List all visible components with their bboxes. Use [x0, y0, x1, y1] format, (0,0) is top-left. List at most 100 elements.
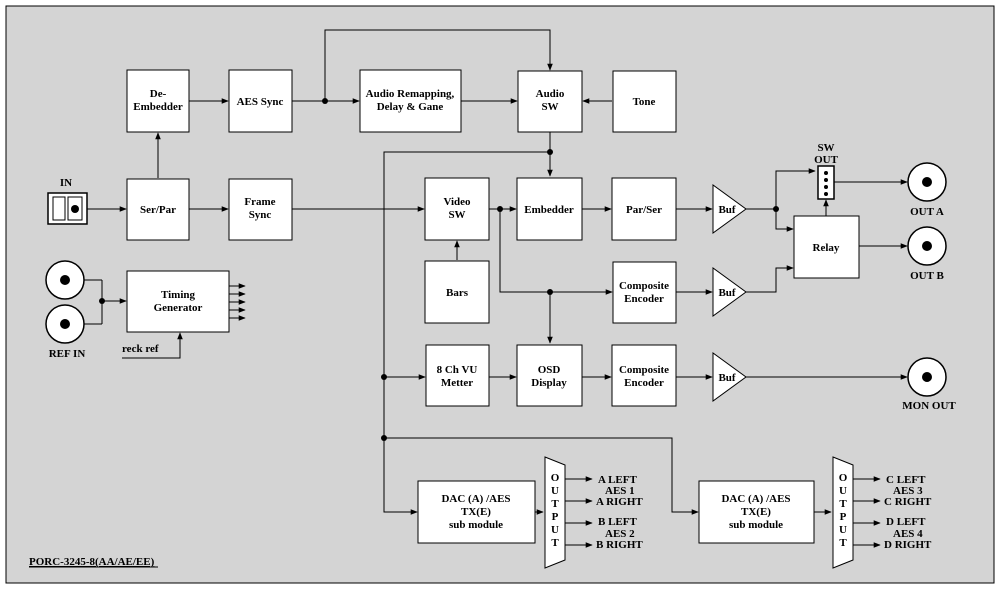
block-label: Encoder [624, 377, 664, 389]
mux-letter: T [839, 537, 847, 549]
block-label: TX(E) [741, 506, 771, 518]
block-audio-remapping: Audio Remapping, Delay & Gane [359, 69, 462, 133]
mux-letter: U [839, 524, 847, 536]
block-label: Audio Remapping, [366, 88, 455, 100]
block-label: 8 Ch VU [437, 364, 478, 376]
out-a-connector: OUT A [907, 162, 947, 218]
block-label: Bars [446, 287, 469, 299]
output-label: B LEFT [598, 516, 637, 528]
block-label: De- [150, 88, 167, 100]
block-embedder: Embedder [516, 177, 583, 241]
block-label: Sync [249, 209, 272, 221]
output-mux-2: O U T P U T [832, 456, 854, 569]
mux-letter: U [839, 485, 847, 497]
sw-out-label: SW [817, 142, 834, 154]
in-label: IN [60, 177, 72, 189]
block-label: DAC (A) /AES [721, 493, 790, 505]
mux-letter: P [840, 511, 847, 523]
buffer-1: Buf [712, 184, 747, 234]
block-label: Relay [813, 242, 840, 254]
block-video-sw: Video SW [424, 177, 490, 241]
ref-in-connector-1 [45, 260, 85, 300]
out-a-label: OUT A [910, 206, 944, 218]
block-label: Audio [536, 88, 565, 100]
output-label: AES 3 [893, 485, 923, 497]
output-label: D LEFT [886, 516, 926, 528]
mux-letter: T [551, 498, 559, 510]
block-label: SW [448, 209, 465, 221]
mux-letter: O [839, 472, 848, 484]
block-de-embedder: De- Embedder [126, 69, 190, 133]
block-label: Frame [244, 196, 275, 208]
block-label: Delay & Gane [377, 101, 444, 113]
block-label: SW [541, 101, 558, 113]
reck-ref-label: reck ref [122, 343, 159, 355]
block-label: Generator [154, 302, 203, 314]
block-dac-2: DAC (A) /AES TX(E) sub module [698, 480, 815, 544]
ref-in-connector-2 [45, 304, 85, 344]
block-ser-par: Ser/Par [126, 178, 190, 241]
mon-out-label: MON OUT [902, 400, 956, 412]
block-label: Metter [441, 377, 473, 389]
block-label: DAC (A) /AES [441, 493, 510, 505]
junction-dots [99, 98, 779, 441]
block-label: AES Sync [237, 96, 284, 108]
block-relay: Relay [793, 215, 860, 279]
block-label: Video [443, 196, 471, 208]
block-label: Ser/Par [140, 204, 176, 216]
buffer-label: Buf [718, 204, 735, 216]
block-label: Composite [619, 364, 669, 376]
buffer-2: Buf [712, 267, 747, 317]
block-composite-encoder-1: Composite Encoder [612, 261, 677, 324]
buffer-3: Buf [712, 352, 747, 402]
block-osd-display: OSD Display [516, 344, 583, 407]
block-label: sub module [449, 519, 503, 531]
output-label: C LEFT [886, 474, 926, 486]
output-label: A RIGHT [596, 496, 643, 508]
dac1-output-labels: A LEFT AES 1 A RIGHT B LEFT AES 2 B RIGH… [596, 474, 643, 551]
block-label: Encoder [624, 293, 664, 305]
block-label: TX(E) [461, 506, 491, 518]
block-vu-meter: 8 Ch VU Metter [425, 344, 490, 407]
out-b-connector: OUT B [907, 226, 947, 282]
block-bars: Bars [424, 260, 490, 324]
output-mux-1: O U T P U T [544, 456, 566, 569]
mux-letter: U [551, 524, 559, 536]
mux-letter: T [551, 537, 559, 549]
mux-letter: U [551, 485, 559, 497]
block-frame-sync: Frame Sync [228, 178, 293, 241]
dac2-output-labels: C LEFT AES 3 C RIGHT D LEFT AES 4 D RIGH… [884, 474, 932, 551]
block-label: OSD [538, 364, 561, 376]
block-composite-encoder-2: Composite Encoder [611, 344, 677, 407]
block-label: Embedder [524, 204, 574, 216]
in-connector: IN [47, 177, 88, 225]
block-label: Display [531, 377, 567, 389]
block-tone: Tone [612, 70, 677, 133]
block-par-ser: Par/Ser [611, 177, 677, 241]
block-label: Embedder [133, 101, 183, 113]
block-label: Tone [633, 96, 656, 108]
sw-out-switch: SW OUT [814, 142, 839, 200]
mux-letter: T [839, 498, 847, 510]
block-label: Composite [619, 280, 669, 292]
output-label: C RIGHT [884, 496, 932, 508]
block-label: Timing [161, 289, 196, 301]
block-label: Par/Ser [626, 204, 662, 216]
output-label: A LEFT [598, 474, 637, 486]
out-b-label: OUT B [910, 270, 944, 282]
output-label: AES 2 [605, 528, 635, 540]
buffer-label: Buf [718, 372, 735, 384]
output-label: D RIGHT [884, 539, 932, 551]
block-label: sub module [729, 519, 783, 531]
model-label: PORC-3245-8(AA/AE/EE) [29, 556, 155, 568]
output-label: AES 4 [893, 528, 923, 540]
output-label: B RIGHT [596, 539, 643, 551]
buffer-label: Buf [718, 287, 735, 299]
block-audio-sw: Audio SW [517, 70, 583, 133]
sw-out-label: OUT [814, 154, 839, 166]
mux-letter: P [552, 511, 559, 523]
mon-out-connector: MON OUT [902, 357, 956, 412]
mux-letter: O [551, 472, 560, 484]
block-timing-generator: Timing Generator [126, 270, 230, 333]
